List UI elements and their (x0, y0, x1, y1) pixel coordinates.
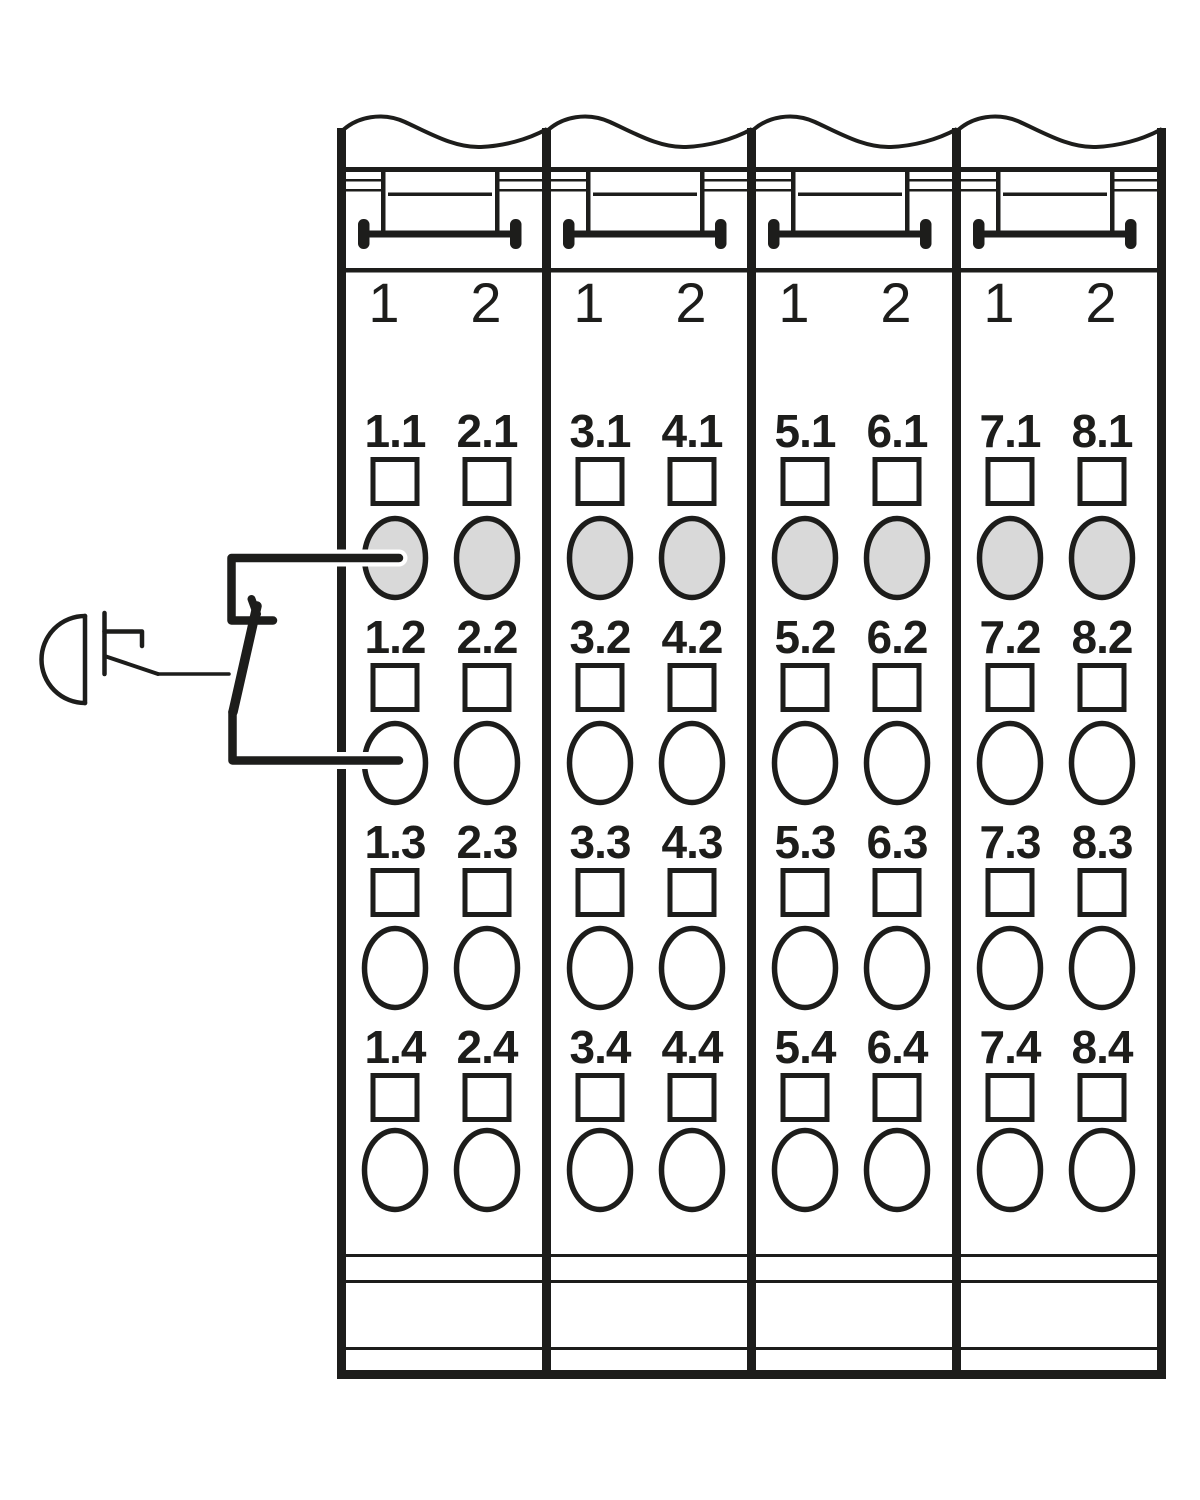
module-2-labels: 1 2 3.1 4.1 3.2 4.2 3.3 4.3 3.4 4.4 (570, 271, 725, 1073)
terminal-label: 8.3 (1072, 816, 1133, 868)
terminal-label: 6.1 (867, 405, 928, 457)
linkage-diagonal (102, 654, 160, 676)
terminal-label: 5.2 (775, 611, 836, 663)
terminal-label: 6.2 (867, 611, 928, 663)
terminal-label: 2.3 (457, 816, 518, 868)
terminal-label: 1.4 (365, 1021, 427, 1073)
terminal-label: 8.2 (1072, 611, 1133, 663)
terminal-label: 4.2 (662, 611, 723, 663)
column-label: 2 (1085, 271, 1116, 334)
terminal-label: 3.4 (570, 1021, 632, 1073)
terminal-label: 1.2 (365, 611, 426, 663)
module-1-labels: 1 2 1.1 2.1 1.2 2.2 1.3 2.3 1.4 2.4 (365, 271, 520, 1073)
terminal-label: 7.2 (980, 611, 1041, 663)
terminal-label: 4.1 (662, 405, 723, 457)
terminal-label: 4.3 (662, 816, 723, 868)
terminal-label: 4.4 (662, 1021, 724, 1073)
terminal-label: 3.1 (570, 405, 631, 457)
column-label: 1 (983, 271, 1014, 334)
linkage-hook (102, 629, 145, 649)
terminal-label: 8.4 (1072, 1021, 1134, 1073)
proximity-actuator-icon (39, 613, 88, 706)
terminal-label: 2.2 (457, 611, 518, 663)
column-label: 1 (778, 271, 809, 334)
terminal-label: 6.3 (867, 816, 928, 868)
terminal-label: 2.4 (457, 1021, 519, 1073)
terminal-label: 2.1 (457, 405, 518, 457)
terminal-label: 7.4 (980, 1021, 1042, 1073)
terminal-label: 7.1 (980, 405, 1041, 457)
column-label: 2 (675, 271, 706, 334)
terminal-label: 5.4 (775, 1021, 837, 1073)
column-label: 2 (880, 271, 911, 334)
terminal-label: 1.1 (365, 405, 426, 457)
terminal-label: 6.4 (867, 1021, 929, 1073)
terminal-label: 5.3 (775, 816, 836, 868)
external-circuit (39, 549, 408, 769)
terminal-label: 3.2 (570, 611, 631, 663)
module-3-labels: 1 2 5.1 6.1 5.2 6.2 5.3 6.3 5.4 6.4 (775, 271, 930, 1073)
module-4-labels: 1 2 7.1 8.1 7.2 8.2 7.3 8.3 7.4 8.4 (980, 271, 1135, 1073)
column-label: 1 (573, 271, 604, 334)
terminal-label: 8.1 (1072, 405, 1133, 457)
column-label: 2 (470, 271, 501, 334)
terminal-label: 3.3 (570, 816, 631, 868)
terminal-label: 7.3 (980, 816, 1041, 868)
terminal-label: 1.3 (365, 816, 426, 868)
normally-open-contact-icon (228, 601, 262, 717)
module-wall-right (1157, 128, 1166, 1379)
column-label: 1 (368, 271, 399, 334)
terminal-label: 5.1 (775, 405, 836, 457)
wire-terminal-1-2 (228, 707, 404, 765)
